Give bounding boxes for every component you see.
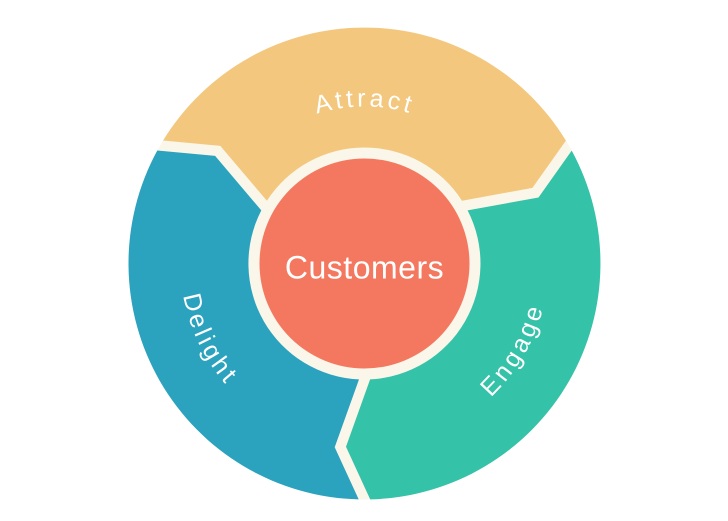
segment-engage	[346, 150, 601, 500]
customers-label: Customers	[285, 250, 444, 286]
segment-delight	[128, 150, 359, 500]
customers-circle	[259, 158, 470, 369]
segment-attract	[163, 27, 566, 201]
